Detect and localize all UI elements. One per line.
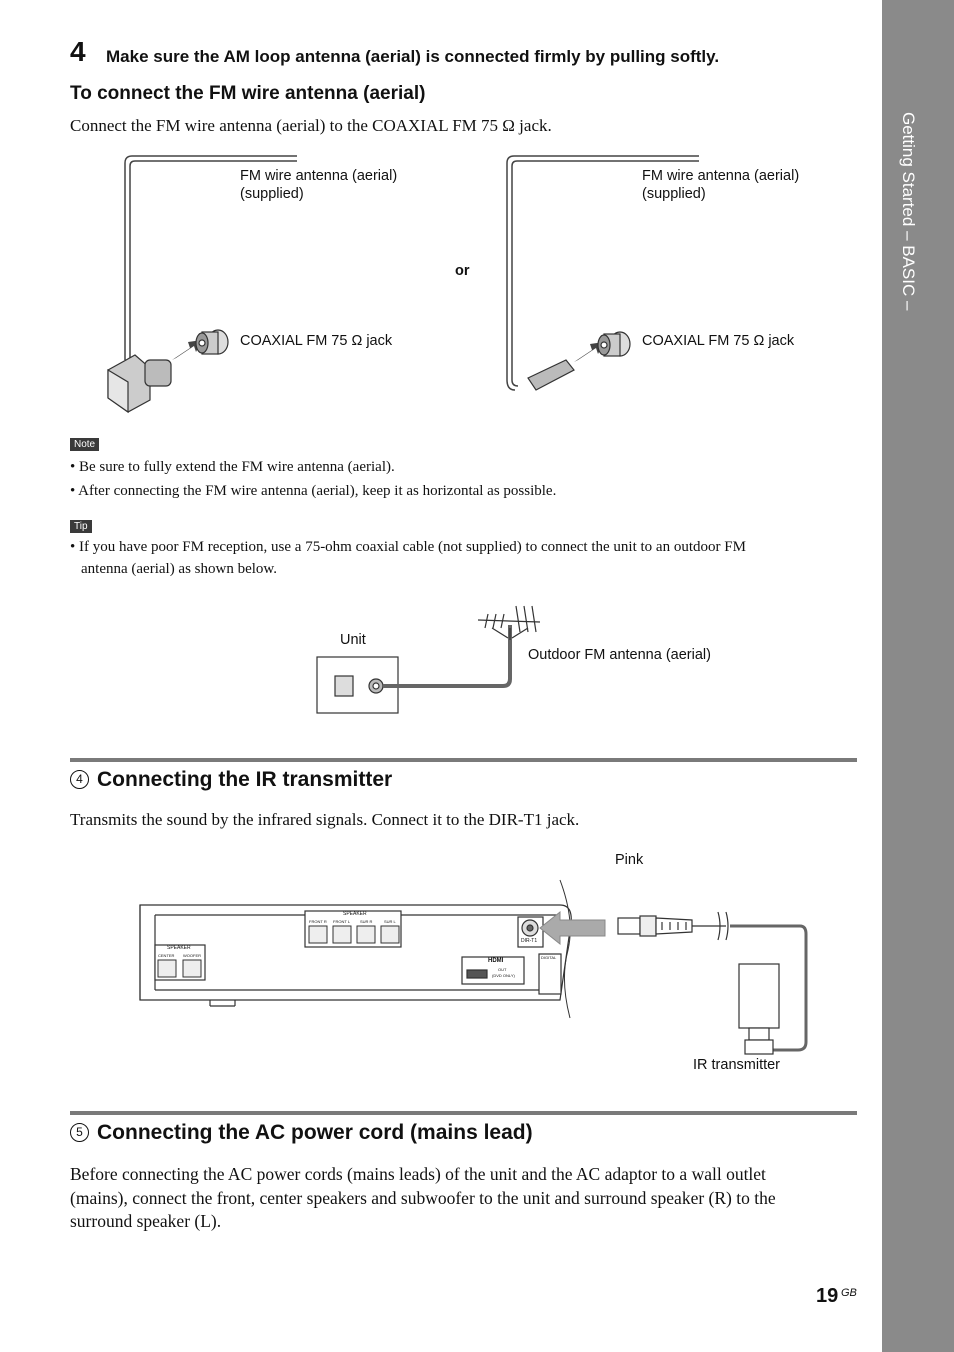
note-item-1: • Be sure to fully extend the FM wire an… (70, 459, 395, 475)
coaxial-jack-right (597, 331, 631, 357)
unit-label: Unit (340, 632, 366, 648)
arrow-left (172, 340, 202, 360)
or-label: or (455, 263, 470, 279)
page-number: 19 (816, 1285, 839, 1307)
ir-transmitter-label: IR transmitter (693, 1057, 781, 1073)
right-antenna-label-2: (supplied) (642, 186, 706, 202)
ir-transmitter-device (738, 963, 780, 1055)
left-jack-label: COAXIAL FM 75 Ω jack (240, 333, 393, 349)
left-antenna-label-2: (supplied) (240, 186, 304, 202)
right-jack-label: COAXIAL FM 75 Ω jack (642, 333, 795, 349)
arrow-ir (539, 910, 606, 946)
fm-antenna-left-illustration (124, 155, 297, 360)
panel-speaker-label-2: SPEAKER (167, 945, 191, 951)
speaker-terminals (157, 925, 400, 978)
panel-sur-r: SUR R (360, 919, 373, 924)
coaxial-jack-left (195, 329, 229, 355)
note-badge: Note (70, 438, 100, 451)
panel-speaker-label: SPEAKER (343, 911, 367, 917)
panel-woofer: WOOFER (183, 953, 201, 958)
ac-section-number: 5 (70, 1123, 89, 1142)
panel-front-r: FRONT R (309, 919, 327, 924)
fm-connector-left (107, 354, 172, 414)
left-antenna-label-1: FM wire antenna (aerial) (240, 168, 398, 184)
panel-dir-t1: DIR-T1 (521, 938, 538, 944)
panel-sur-l: SUR L (384, 919, 396, 924)
dir-t1-jack (521, 919, 539, 937)
ir-title-text: Connecting the IR transmitter (97, 768, 393, 791)
step-number: 4 (70, 36, 86, 67)
side-tab (882, 0, 954, 1352)
panel-front-l: FRONT L (333, 919, 351, 924)
ir-plug (617, 911, 808, 1052)
hdmi-port (466, 969, 488, 979)
pink-label: Pink (615, 852, 644, 868)
outdoor-antenna-label: Outdoor FM antenna (aerial) (528, 647, 711, 663)
ac-title-text: Connecting the AC power cord (mains lead… (97, 1121, 533, 1144)
ir-section-number: 4 (70, 770, 89, 789)
note-item-2: • After connecting the FM wire antenna (… (70, 483, 557, 499)
fm-connector-right (527, 359, 575, 391)
receiver-rear-panel (139, 904, 572, 1007)
panel-digital: DIGITAL (541, 955, 557, 960)
ac-body-2: (mains), connect the front, center speak… (70, 1188, 776, 1208)
panel-hdmi: HDMI (488, 958, 504, 964)
break-line (559, 879, 571, 1019)
panel-center: CENTER (158, 953, 175, 958)
tip-line-2: antenna (aerial) as shown below. (81, 561, 278, 577)
page-suffix: GB (841, 1287, 857, 1299)
tip-line-1: • If you have poor FM reception, use a 7… (70, 539, 746, 555)
panel-hdmi-sub: (DVD ONLY) (492, 973, 515, 978)
fm-heading: To connect the FM wire antenna (aerial) (70, 83, 426, 104)
right-antenna-label-1: FM wire antenna (aerial) (642, 168, 800, 184)
ir-body: Transmits the sound by the infrared sign… (70, 810, 580, 829)
fm-antenna-right-illustration (506, 155, 699, 391)
unit-panel (316, 656, 399, 714)
outdoor-antenna-icon (477, 605, 541, 640)
ir-section-title: 4 Connecting the IR transmitter (70, 768, 392, 792)
ac-body-3: surround speaker (L). (70, 1211, 222, 1231)
tip-badge: Tip (70, 520, 92, 533)
arrow-right (574, 342, 604, 362)
step-text: Make sure the AM loop antenna (aerial) i… (106, 47, 720, 66)
ac-section-title: 5 Connecting the AC power cord (mains lea… (70, 1121, 533, 1145)
fm-intro: Connect the FM wire antenna (aerial) to … (70, 116, 552, 135)
section-rule-ac (70, 1111, 857, 1115)
ac-body-1: Before connecting the AC power cords (ma… (70, 1164, 766, 1184)
section-rule-ir (70, 758, 857, 762)
coaxial-cable (383, 625, 512, 688)
panel-hdmi-out: OUT (498, 967, 507, 972)
